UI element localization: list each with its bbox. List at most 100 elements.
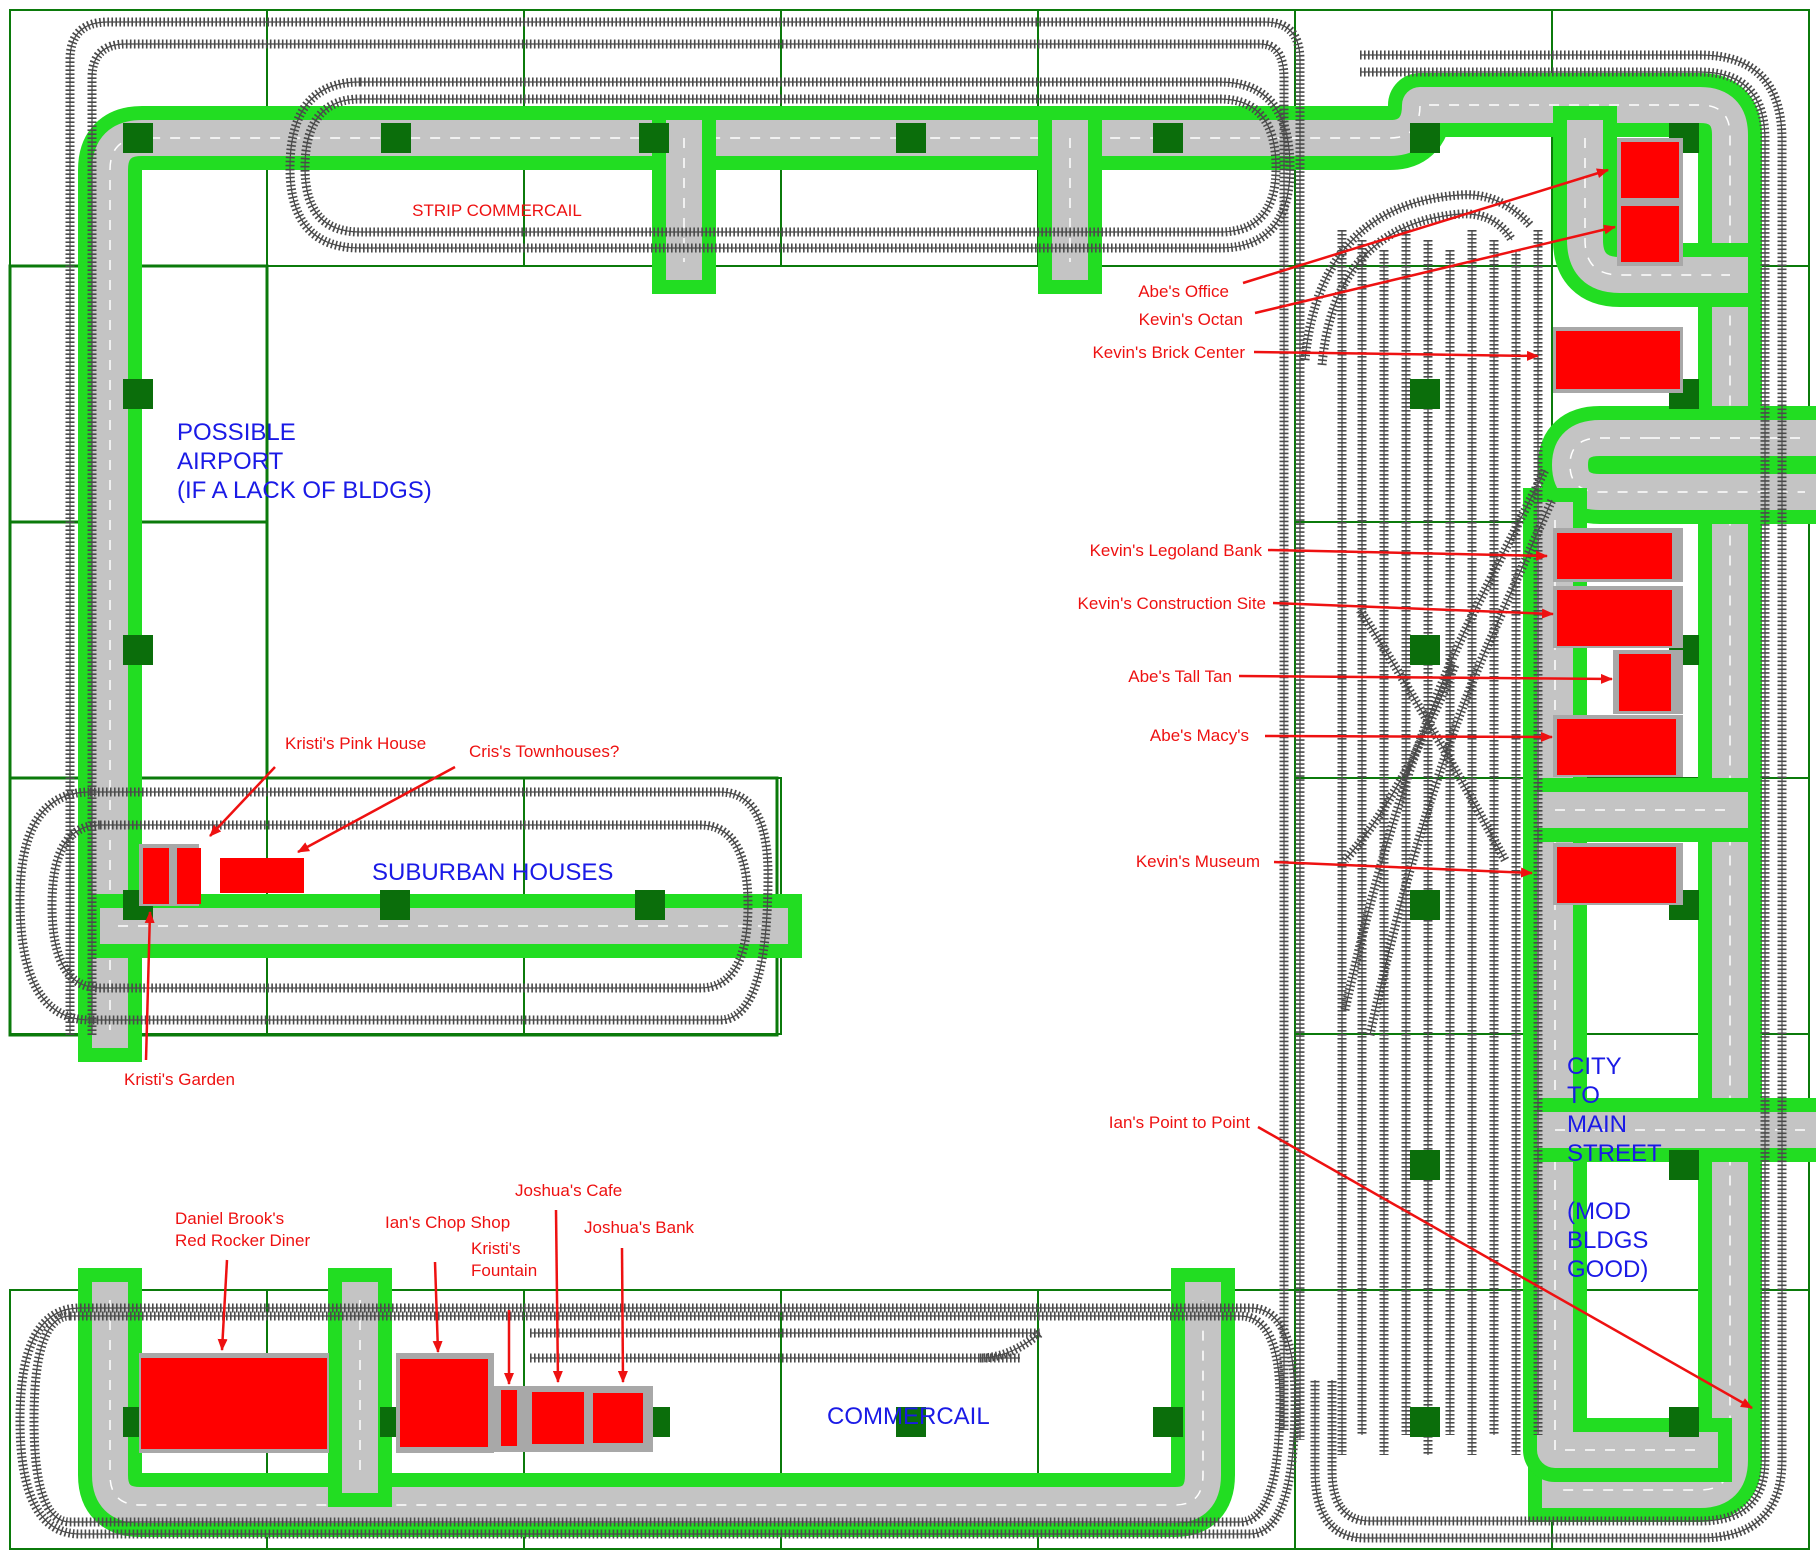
road-marker	[1669, 1407, 1699, 1437]
kristis-pink-house-building	[177, 848, 201, 904]
road-marker	[1410, 635, 1440, 665]
outer-loop	[65, 17, 1305, 1440]
abes-office-label: Abe's Office	[1138, 282, 1229, 301]
road-marker	[123, 123, 153, 153]
road-marker	[896, 123, 926, 153]
arrows	[144, 168, 1753, 1410]
rail-track	[91, 43, 1285, 1430]
red-rocker-diner-label: Daniel Brook's	[175, 1209, 284, 1228]
kevins-legoland-bank-label: Kevin's Legoland Bank	[1090, 541, 1263, 560]
road-centerline	[1584, 138, 1730, 276]
kevins-brick-center-building	[1556, 331, 1680, 389]
crossover	[1341, 663, 1460, 864]
rail-track	[1369, 499, 1553, 1036]
right-loop	[1327, 67, 1770, 1526]
arrow-criss-townhouses	[297, 765, 456, 854]
arrow-kevins-construction-site	[1272, 601, 1554, 619]
kristis-fountain-building	[501, 1390, 517, 1446]
airport-label: POSSIBLE	[177, 419, 296, 446]
city-label: (MOD	[1567, 1198, 1631, 1225]
ians-chop-shop-building	[400, 1359, 488, 1447]
road-marker	[381, 123, 411, 153]
rail-track	[19, 1307, 1296, 1535]
rail-track	[530, 1332, 1041, 1359]
strip-label: STRIP COMMERCAIL	[412, 201, 582, 220]
arrow-kevins-legoland-bank	[1267, 548, 1548, 561]
kevins-museum-building	[1557, 847, 1676, 903]
joshuas-cafe-building	[532, 1392, 584, 1444]
yard-curve	[1300, 190, 1534, 361]
road-marker	[1153, 123, 1183, 153]
city-label: GOOD)	[1567, 1256, 1648, 1283]
road-marker	[380, 890, 410, 920]
rail-ties	[530, 1328, 1043, 1363]
road-markers	[123, 123, 1699, 1437]
arrow-kevins-museum	[1273, 860, 1533, 878]
abes-tall-tan-building	[1619, 654, 1671, 711]
rail-track	[1344, 664, 1456, 861]
commercail-loop	[29, 1311, 1285, 1527]
yard-curve	[1317, 209, 1516, 366]
rail-track	[304, 98, 1277, 233]
kevins-construction-site-label: Kevin's Construction Site	[1078, 594, 1266, 613]
rail-track	[1304, 194, 1531, 361]
kevins-octan-building	[1621, 206, 1679, 262]
buildings	[139, 138, 1683, 1453]
crossover	[1340, 467, 1550, 1011]
rail-network	[15, 17, 1787, 1543]
road-marker	[1669, 1150, 1699, 1180]
city-label: TO	[1567, 1082, 1600, 1109]
suburban-loop	[47, 820, 753, 993]
kristis-fountain-label: Kristi's	[471, 1239, 521, 1258]
arrow-joshuas-cafe	[552, 1209, 563, 1383]
road-marker	[1153, 1407, 1183, 1437]
rail-track	[1359, 609, 1506, 861]
road-marker	[896, 1407, 926, 1437]
arrow-red-rocker-diner	[217, 1259, 229, 1351]
airport-label: AIRPORT	[177, 448, 284, 475]
outer-loop	[87, 39, 1289, 1430]
ians-point-to-point-label: Ian's Point to Point	[1109, 1113, 1250, 1132]
road-marker	[1410, 890, 1440, 920]
kristis-garden-label: Kristi's Garden	[124, 1070, 235, 1089]
arrow-kevins-brick-center	[1253, 350, 1539, 361]
criss-townhouses-building	[220, 858, 304, 893]
kristis-fountain-label: Fountain	[471, 1261, 537, 1280]
ians-chop-shop-label: Ian's Chop Shop	[385, 1213, 510, 1232]
road-marker	[1410, 1150, 1440, 1180]
right-loop	[1310, 50, 1787, 1543]
strip-loop	[300, 94, 1281, 237]
rail-track	[69, 21, 1301, 1440]
commercail-siding	[530, 1328, 1043, 1363]
joshuas-cafe-label: Joshua's Cafe	[515, 1181, 622, 1200]
rail-track	[19, 791, 769, 1021]
rail-track	[1321, 213, 1513, 366]
rail-track	[1331, 71, 1766, 1522]
kevins-construction-site-building	[1557, 590, 1672, 646]
suburban-loop	[15, 787, 773, 1025]
rail-track	[1314, 54, 1783, 1539]
commercail-loop	[15, 1303, 1300, 1539]
abes-tall-tan-label: Abe's Tall Tan	[1128, 667, 1232, 686]
red-rocker-diner-label: Red Rocker Diner	[175, 1231, 310, 1250]
road-marker	[123, 635, 153, 665]
arrow-kristis-garden	[144, 911, 155, 1061]
road-marker	[635, 890, 665, 920]
road-marker	[1410, 1407, 1440, 1437]
abes-macys-label: Abe's Macy's	[1150, 726, 1249, 745]
airport-label: (IF A LACK OF BLDGS)	[177, 477, 432, 504]
city-label: STREET	[1567, 1140, 1662, 1167]
strip-loop	[285, 77, 1295, 253]
road-network	[78, 73, 1816, 1537]
road-marker	[1410, 379, 1440, 409]
joshuas-bank-label: Joshua's Bank	[584, 1218, 695, 1237]
city-label: MAIN	[1567, 1111, 1627, 1138]
city-road	[1553, 106, 1762, 307]
arrow-kristis-pink-house	[209, 766, 276, 837]
city-road	[1538, 406, 1816, 524]
commercail-road	[78, 1268, 1235, 1537]
abes-macys-building	[1557, 719, 1676, 775]
rail-track	[1344, 469, 1546, 1011]
arrow-joshuas-bank	[617, 1247, 628, 1383]
road-marker	[123, 379, 153, 409]
